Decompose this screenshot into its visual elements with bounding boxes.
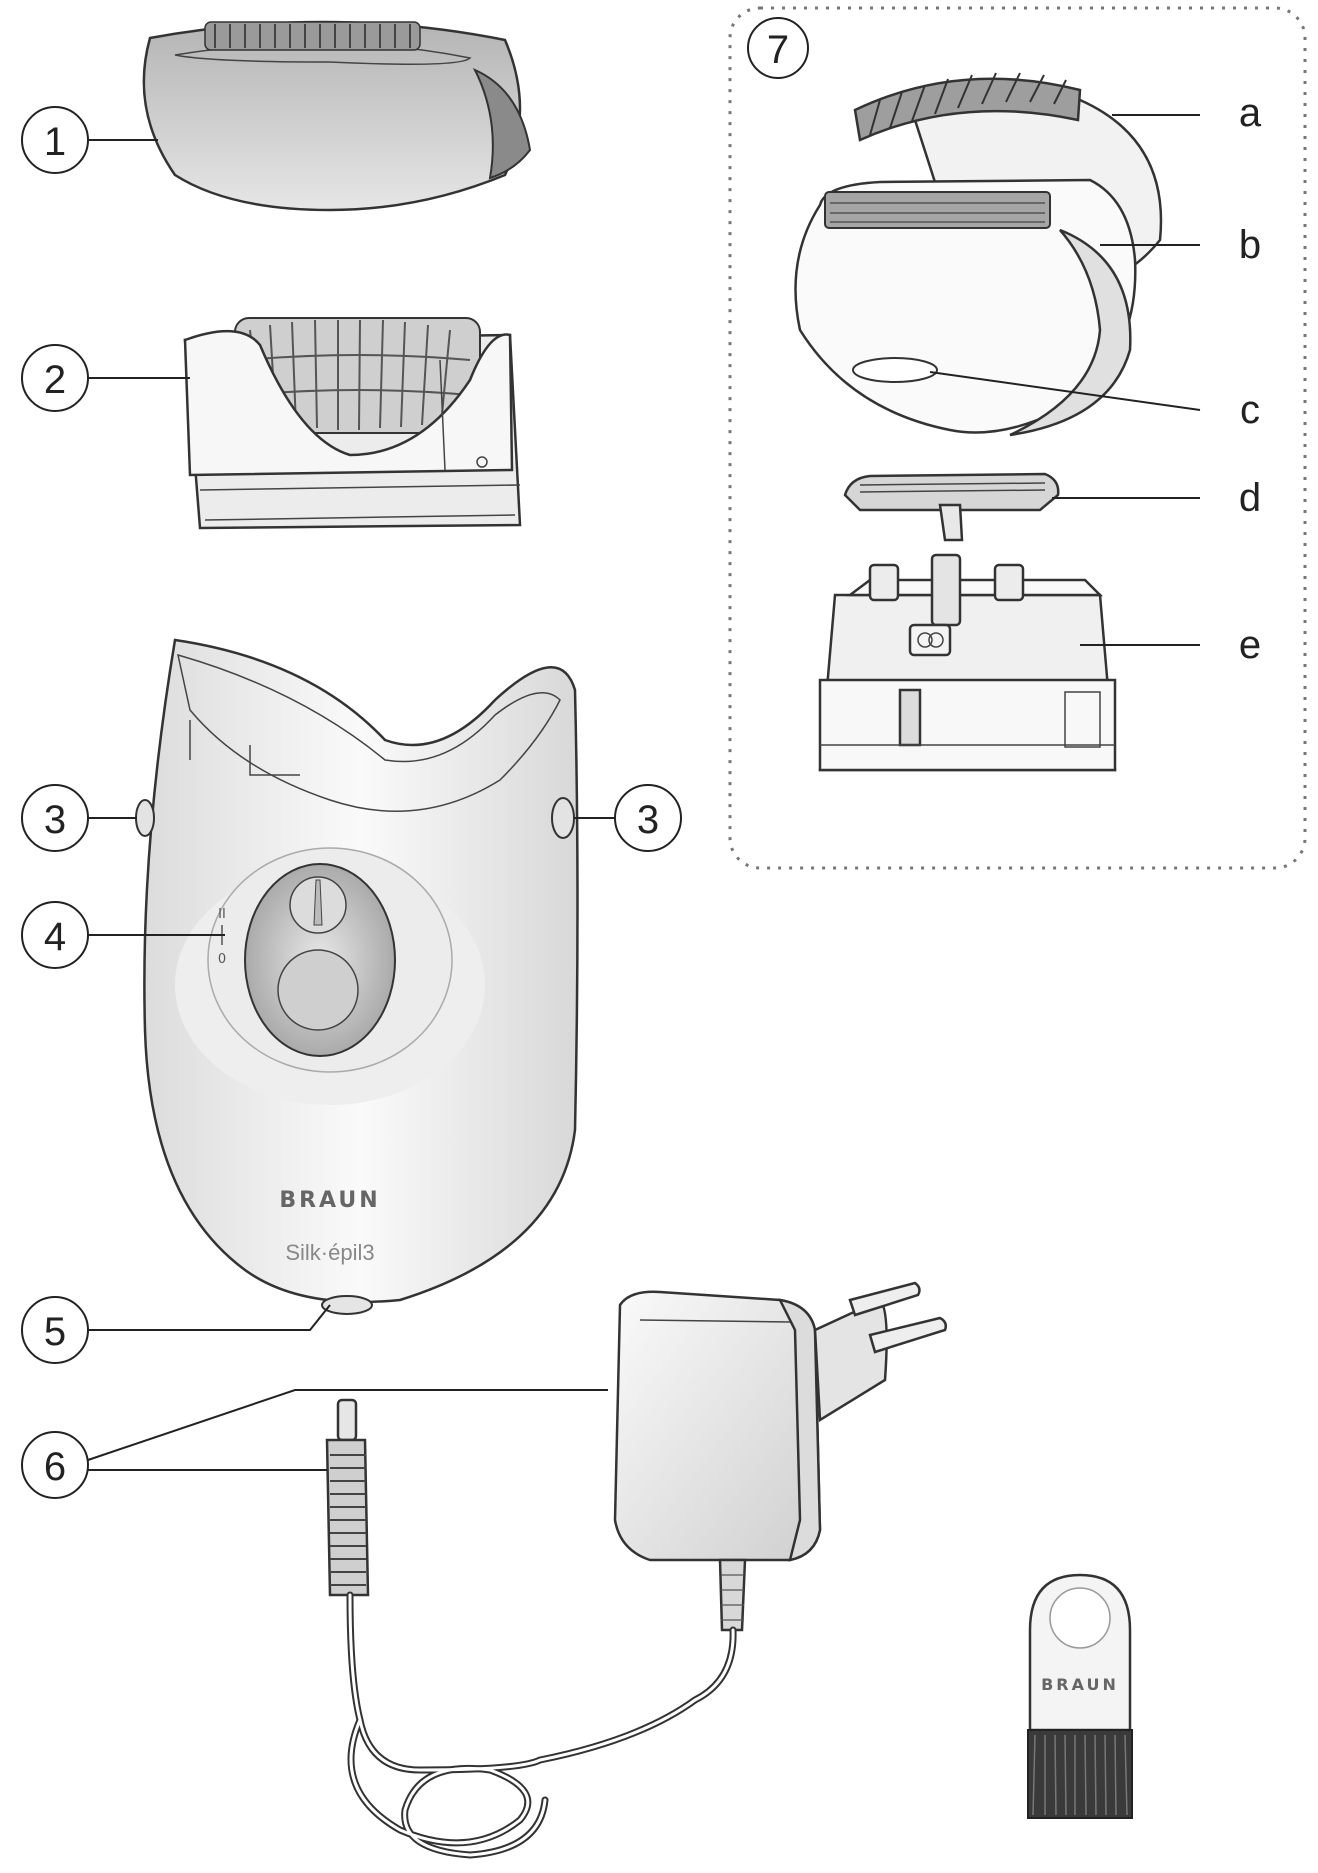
power-adapter xyxy=(615,1283,946,1630)
callout-2: 2 xyxy=(22,345,88,411)
part-7c-opening xyxy=(853,358,937,382)
part-7d-trimmer xyxy=(845,474,1058,540)
label-a: a xyxy=(1239,91,1262,135)
label-e: e xyxy=(1239,623,1261,667)
callout-1-label: 1 xyxy=(44,120,66,164)
part-2-epilation-head xyxy=(185,318,520,528)
part-7-attachments-group xyxy=(730,8,1305,868)
label-b: b xyxy=(1239,223,1261,267)
callout-3-right: 3 xyxy=(615,785,681,851)
callout-7: 7 xyxy=(748,18,808,78)
device-brand-logo: BRAUN xyxy=(279,1188,380,1213)
part-1-cap xyxy=(144,22,530,210)
device-model-name: Silk·épil3 xyxy=(285,1240,374,1265)
callout-3-left-label: 3 xyxy=(44,798,66,842)
callout-4: 4 xyxy=(22,902,88,968)
label-c: c xyxy=(1240,388,1260,432)
cleaning-brush: BRAUN xyxy=(1028,1575,1132,1818)
callout-5: 5 xyxy=(22,1297,88,1363)
brush-brand-logo: BRAUN xyxy=(1041,1675,1119,1694)
callout-5-label: 5 xyxy=(44,1310,66,1354)
callout-6: 6 xyxy=(22,1432,88,1498)
part-7b-shaver-head xyxy=(796,180,1136,435)
callout-6-label: 6 xyxy=(44,1445,66,1489)
part-7e-base-adapter xyxy=(820,555,1115,770)
power-cord-plug xyxy=(327,1400,368,1595)
callout-2-label: 2 xyxy=(44,358,66,402)
callout-1: 1 xyxy=(22,107,88,173)
switch-mark-off: 0 xyxy=(218,952,226,967)
callout-3-left: 3 xyxy=(22,785,88,851)
label-d: d xyxy=(1239,476,1261,520)
callout-3-right-label: 3 xyxy=(637,798,659,842)
main-device-body: II 0 BRAUN Silk·épil3 xyxy=(136,640,578,1314)
callout-7-label: 7 xyxy=(767,28,789,72)
switch-mark-high: II xyxy=(218,907,226,922)
callout-4-label: 4 xyxy=(44,915,66,959)
